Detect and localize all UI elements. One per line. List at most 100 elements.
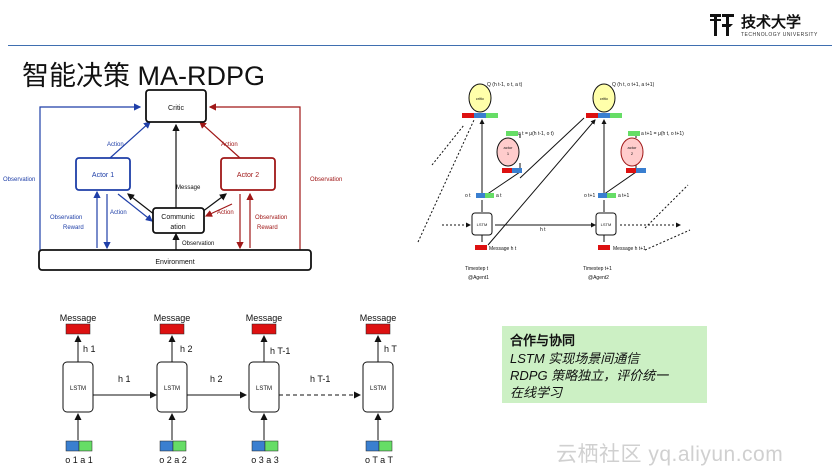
message-cell-4 [365, 323, 391, 335]
msg2-cell [598, 245, 610, 250]
critic1-node [468, 83, 492, 113]
message-label-4: Message [360, 313, 397, 323]
obs1-label: o t [465, 193, 471, 199]
input-label-2: o 2 a 2 [159, 455, 187, 465]
time2-label-2: @Agent2 [588, 275, 609, 281]
communication-label-1: Communic [161, 214, 195, 221]
observation-label-actor1: Observation [50, 215, 82, 221]
communication-node [152, 207, 205, 234]
msg1-cell [475, 245, 487, 250]
actor2-node [220, 157, 276, 191]
obs1-cell [476, 193, 485, 198]
observation-link-right [208, 103, 301, 250]
lstm2-node [595, 212, 617, 236]
logo-name: 技术大学 [741, 14, 802, 31]
time1-label-1: Timestep t [465, 266, 489, 272]
observation-label-actor2: Observation [255, 215, 287, 221]
actor2-label-small-1: actor [628, 145, 638, 150]
critic1-label: critic [476, 96, 484, 101]
input-label-3: o 3 a 3 [251, 455, 279, 465]
message-cell-2 [159, 323, 185, 335]
summary-box: 合作与协同 LSTM 实现场景间通信 RDPG 策略独立，评价统一 在线学习 [502, 326, 707, 403]
message-label-2: Message [154, 313, 191, 323]
action-label-1: Action [107, 142, 124, 148]
act1-label: a t [496, 193, 502, 199]
message-label-1: Message [60, 313, 97, 323]
university-logo: 技术大学 TECHNOLOGY UNIVERSITY [707, 8, 832, 42]
time1-label-2: @Agent1 [468, 275, 489, 281]
summary-line-3: 在线学习 [510, 385, 563, 400]
message-label-3: Message [246, 313, 283, 323]
summary-line-1: LSTM 实现场景间通信 [510, 351, 640, 366]
prev-step-link-2 [431, 124, 465, 166]
reward-label-actor2: Reward [257, 225, 278, 231]
reward-label-actor1: Reward [63, 225, 84, 231]
actor2-label: Actor 2 [237, 172, 259, 179]
obs-cell-4 [365, 440, 380, 452]
lstm-label-2: LSTM [164, 386, 180, 392]
critic-node [145, 89, 207, 123]
observation-label-left: Observation [3, 177, 35, 183]
environment-node [38, 249, 312, 271]
actor1-msg-cell [502, 168, 512, 173]
obs-cell-1 [65, 440, 80, 452]
observation-label-right: Observation [310, 177, 342, 183]
comm-to-actor1 [127, 193, 156, 216]
communication-label-2: ation [170, 224, 185, 231]
q1-label: Q (h t-1, o t, a t) [487, 82, 523, 88]
msg-to-critic-2 [487, 119, 596, 246]
actor2-msg-cell [626, 168, 636, 173]
act-cell-1 [78, 440, 93, 452]
critic2-act-cell [610, 113, 622, 118]
actor2-to-critic [199, 121, 241, 159]
chain-h-label-2: h 2 [210, 374, 223, 384]
next-step-link-2 [644, 229, 691, 251]
act-cell-4 [378, 440, 393, 452]
logo-subtitle: TECHNOLOGY UNIVERSITY [741, 32, 818, 38]
summary-heading: 合作与协同 [510, 333, 576, 348]
actor1-node-small [496, 137, 520, 167]
actor1-cross-link [519, 117, 585, 179]
action-label-2: Action [221, 142, 238, 148]
actor1-to-comm [117, 193, 153, 222]
obs2-actor-link [599, 171, 637, 198]
critic1-act-cell [486, 113, 498, 118]
h-label-3: h T-1 [270, 346, 290, 356]
act2-label: a t+1 [618, 193, 629, 199]
message-cell-3 [251, 323, 277, 335]
actor2-node-small [620, 137, 644, 167]
chain-h-label-3: h T-1 [310, 374, 330, 384]
lstm1-node [471, 212, 493, 236]
critic1-msg-cell [462, 113, 474, 118]
actor2-to-comm [204, 203, 233, 217]
actor1-label: Actor 1 [92, 172, 114, 179]
obs-cell-3 [251, 440, 266, 452]
actor1-obs-cell [512, 168, 522, 173]
chain-h-label-1: h 1 [118, 374, 131, 384]
hidden-label: h t [540, 227, 546, 233]
h-label-4: h T [384, 344, 397, 354]
h-label-1: h 1 [83, 344, 96, 354]
action-label-3: Action [110, 210, 127, 216]
lstm-cell-1 [62, 361, 94, 413]
q2-label: Q (h t, o t+1, a t+1) [612, 82, 655, 88]
critic2-msg-cell [586, 113, 598, 118]
lstm-label-4: LSTM [370, 386, 386, 392]
input-label-4: o T a T [365, 455, 394, 465]
pol1-label: a t = μ(h t-1, o t) [518, 131, 554, 137]
critic2-label: critic [600, 96, 608, 101]
lstm-label-3: LSTM [256, 386, 272, 392]
title-rule [8, 45, 832, 46]
critic2-obs-cell [598, 113, 610, 118]
actor2-obs-cell [636, 168, 646, 173]
actor1-out-cell [506, 131, 518, 136]
time2-label-1: Timestep t+1 [583, 266, 612, 272]
act1-cell [485, 193, 494, 198]
slide-title: 智能决策 MA-RDPG [22, 61, 265, 91]
act-cell-3 [264, 440, 279, 452]
lstm-label-1: LSTM [70, 386, 86, 392]
observation-link-left [39, 103, 142, 250]
